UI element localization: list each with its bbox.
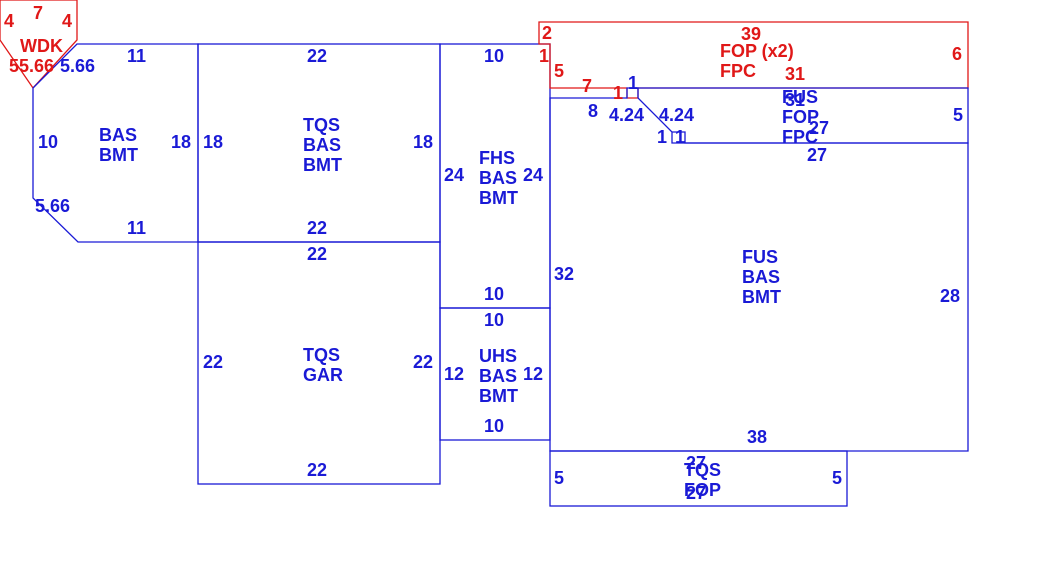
dim-wdk-5: 5: [9, 56, 19, 76]
dim-bas-18: 18: [171, 132, 191, 152]
area-label-line: TQS: [303, 115, 340, 135]
area-label-wdk: WDK: [20, 36, 63, 56]
dim-fus-27-a: 27: [809, 118, 829, 138]
area-label-line: FUS: [742, 247, 778, 267]
dim-fop-7: 7: [582, 76, 592, 96]
area-label-line: BAS: [479, 168, 517, 188]
dim-fus-1-top: 1: [628, 73, 638, 93]
area-label-line: FHS: [479, 148, 515, 168]
dim-fhs-24-right: 24: [523, 165, 543, 185]
dimension-labels: 4 7 4 5 5.66 5.66 11 10 18 5.66 11 22 18…: [4, 3, 963, 503]
dim-fop-31: 31: [785, 64, 805, 84]
area-label-line: BAS: [742, 267, 780, 287]
dim-bas-11-bottom: 11: [127, 218, 146, 238]
dim-fhs-24-left: 24: [444, 165, 464, 185]
area-label-line: BMT: [479, 188, 518, 208]
fus-fop-fpc-outline: [638, 87, 969, 144]
dim-uhs-12-left: 12: [444, 364, 464, 384]
dim-fop-2: 2: [542, 23, 552, 43]
area-label-line: BAS: [99, 125, 137, 145]
dim-fus-4.24-b: 4.24: [659, 105, 694, 125]
dim-fus-28: 28: [940, 286, 960, 306]
dim-tqsfop-5-right: 5: [832, 468, 842, 488]
dim-fop-6: 6: [952, 44, 962, 64]
dim-fus-31: 31: [785, 90, 805, 110]
dim-fus-5: 5: [953, 105, 963, 125]
dim-wdk-5.66-blue: 5.66: [60, 56, 95, 76]
dim-tqs-22-mid-a: 22: [307, 218, 327, 238]
dim-wdk-5.66-red: 5.66: [19, 56, 54, 76]
area-label-line: FOP (x2): [720, 41, 794, 61]
dim-tqsfop-5-left: 5: [554, 468, 564, 488]
area-label-line: FOP: [684, 480, 721, 500]
tqs-fop-outline: [549, 450, 848, 507]
dim-fus-8: 8: [588, 101, 598, 121]
area-label-line: FPC: [720, 61, 756, 81]
area-label-line: FPC: [782, 127, 818, 147]
dim-fop-1-step: 1: [613, 83, 623, 103]
dim-uhs-10-bottom: 10: [484, 416, 504, 436]
dim-tqs-18-right: 18: [413, 132, 433, 152]
area-label-line: GAR: [303, 365, 343, 385]
dim-fhs-10-bottom: 10: [484, 284, 504, 304]
dim-fus-1-a: 1: [657, 127, 667, 147]
area-label-fop-fpc: FOP (x2)FPC: [720, 41, 794, 81]
dim-gar-22-left: 22: [203, 352, 223, 372]
area-label-line: BMT: [742, 287, 781, 307]
dim-wdk-7: 7: [33, 3, 43, 23]
dim-fhs-10-top: 10: [484, 46, 504, 66]
dim-tqsfop-27-bottom: 27: [686, 483, 706, 503]
dim-gar-22-bottom: 22: [307, 460, 327, 480]
area-label-line: BMT: [303, 155, 342, 175]
dim-fus-27-b: 27: [807, 145, 827, 165]
dim-fop-5: 5: [554, 61, 564, 81]
area-label-line: UHS: [479, 346, 517, 366]
dim-fop-1: 1: [539, 46, 549, 66]
dim-tqs-22-mid-b: 22: [307, 244, 327, 264]
area-label-line: BMT: [99, 145, 138, 165]
dim-tqs-18-left: 18: [203, 132, 223, 152]
dim-wdk-4a: 4: [4, 11, 14, 31]
area-label-line: FOP: [782, 107, 819, 127]
dim-fop-39: 39: [741, 24, 761, 44]
dim-fus-32: 32: [554, 264, 574, 284]
area-label-line: WDK: [20, 36, 63, 56]
area-label-line: TQS: [303, 345, 340, 365]
area-outlines: [0, 0, 969, 507]
area-label-line: BAS: [303, 135, 341, 155]
dim-bas-10: 10: [38, 132, 58, 152]
wdk-outline: [0, 0, 78, 90]
fus-bas-outline: [549, 87, 969, 452]
area-label-line: TQS: [684, 460, 721, 480]
dim-uhs-10-top: 10: [484, 310, 504, 330]
dim-fus-1-b: 1: [675, 127, 685, 147]
area-label-line: BAS: [479, 366, 517, 386]
dim-fus-4.24-a: 4.24: [609, 105, 644, 125]
area-label-line: BMT: [479, 386, 518, 406]
dim-fus-38: 38: [747, 427, 767, 447]
dim-wdk-4b: 4: [62, 11, 72, 31]
dim-bas-11-top: 11: [127, 46, 146, 66]
dim-gar-22-right: 22: [413, 352, 433, 372]
dim-tqs-22-top: 22: [307, 46, 327, 66]
dim-tqsfop-27-top: 27: [686, 453, 706, 473]
dim-uhs-12-right: 12: [523, 364, 543, 384]
area-label-line: FUS: [782, 87, 818, 107]
dim-bas-5.66: 5.66: [35, 196, 70, 216]
